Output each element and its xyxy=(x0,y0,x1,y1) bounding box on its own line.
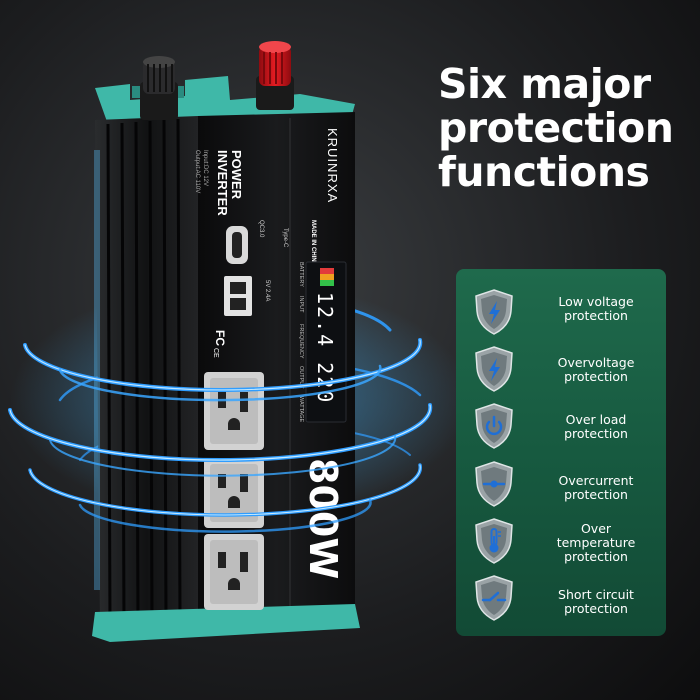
feature-label-line1: Low voltage xyxy=(558,294,634,309)
feature-low-voltage: Low voltage protection xyxy=(456,285,666,341)
feature-label-line2: protection xyxy=(564,369,628,384)
switch-icon xyxy=(475,575,513,621)
mounting-bracket-bottom xyxy=(92,604,360,642)
thermometer-icon xyxy=(475,518,513,564)
feature-label-line1: Overvoltage xyxy=(557,355,635,370)
lcd-reading: 12.4 220 xyxy=(313,292,337,404)
ac-outlet-2 xyxy=(204,458,264,528)
feature-over-load: Over load protection xyxy=(456,399,666,455)
feature-over-temperature: Over temperature protection xyxy=(456,514,666,570)
feature-label-line2: temperature xyxy=(556,535,636,550)
usb-5v-label: 5V 2.4A xyxy=(264,280,270,301)
brand-group: KRUINRXA xyxy=(325,128,340,203)
feature-overcurrent: Overcurrent protection xyxy=(456,457,666,513)
feature-label-line1: Overcurrent xyxy=(558,473,634,488)
ac-outlet-1 xyxy=(204,372,264,450)
certification-marks: FC CE xyxy=(212,330,227,358)
lcd-labels: BATTERY INPUT FREQUENCY OUTPUT WATTAGE xyxy=(298,262,304,423)
feature-label-line1: Over xyxy=(580,521,612,536)
svg-text:CE: CE xyxy=(212,348,219,358)
product-label-group: POWER INVERTER Input:DC 12V Output:AC 11… xyxy=(194,150,244,216)
feature-label-line2: protection xyxy=(564,426,628,441)
product-type-line1: POWER xyxy=(229,150,244,200)
feature-short-circuit: Short circuit protection xyxy=(456,571,666,627)
svg-text:FC: FC xyxy=(213,330,227,346)
feature-label-line2: protection xyxy=(564,487,628,502)
lightning-icon xyxy=(475,346,513,392)
current-icon xyxy=(475,461,513,507)
negative-terminal xyxy=(140,56,178,120)
feature-label-line1: Over load xyxy=(565,412,627,427)
usb-c-label: Type-C xyxy=(282,228,288,248)
display-label-output: OUTPUT xyxy=(298,366,304,389)
display-label-input: INPUT xyxy=(298,296,304,313)
usb-c-port xyxy=(226,226,248,264)
output-spec: Output:AC 110V xyxy=(194,150,200,193)
light-beam xyxy=(94,150,100,590)
headline-line-2: protection xyxy=(438,104,674,152)
positive-terminal xyxy=(256,41,294,110)
display-label-frequency: FREQUENCY xyxy=(298,324,304,359)
usb-a-port xyxy=(224,276,252,316)
feature-label-line1: Short circuit xyxy=(558,587,634,602)
input-spec: Input:DC 12V xyxy=(202,150,208,186)
usb-labels: QC3.0 Type-C 5V 2.4A MADE IN CHINA xyxy=(258,220,316,301)
wattage-group: 800W xyxy=(301,458,345,579)
feature-label-line2: protection xyxy=(564,308,628,323)
made-in-label: MADE IN CHINA xyxy=(310,220,316,267)
lightning-icon xyxy=(475,289,513,335)
headline-line-3: functions xyxy=(438,148,650,196)
wattage-rating: 800W xyxy=(301,458,345,579)
brand-logo: KRUINRXA xyxy=(325,128,340,203)
display-label-battery: BATTERY xyxy=(298,262,304,287)
energy-swirl-front xyxy=(8,338,433,533)
protection-features-panel: Low voltage protection Overvoltage prote… xyxy=(456,269,666,636)
feature-overvoltage: Overvoltage protection xyxy=(456,342,666,398)
usb-qc-label: QC3.0 xyxy=(258,220,264,238)
power-icon xyxy=(475,403,513,449)
lcd-readout-group: 12.4 220 xyxy=(313,292,337,404)
display-label-wattage: WATTAGE xyxy=(298,396,304,423)
feature-label-line3: protection xyxy=(564,549,628,564)
ac-outlet-3 xyxy=(204,534,264,610)
feature-label-line2: protection xyxy=(564,601,628,616)
heatsink-fins xyxy=(95,116,198,628)
headline: Six major protection functions xyxy=(438,62,688,194)
product-type-line2: INVERTER xyxy=(215,150,230,216)
headline-line-1: Six major xyxy=(438,60,651,108)
